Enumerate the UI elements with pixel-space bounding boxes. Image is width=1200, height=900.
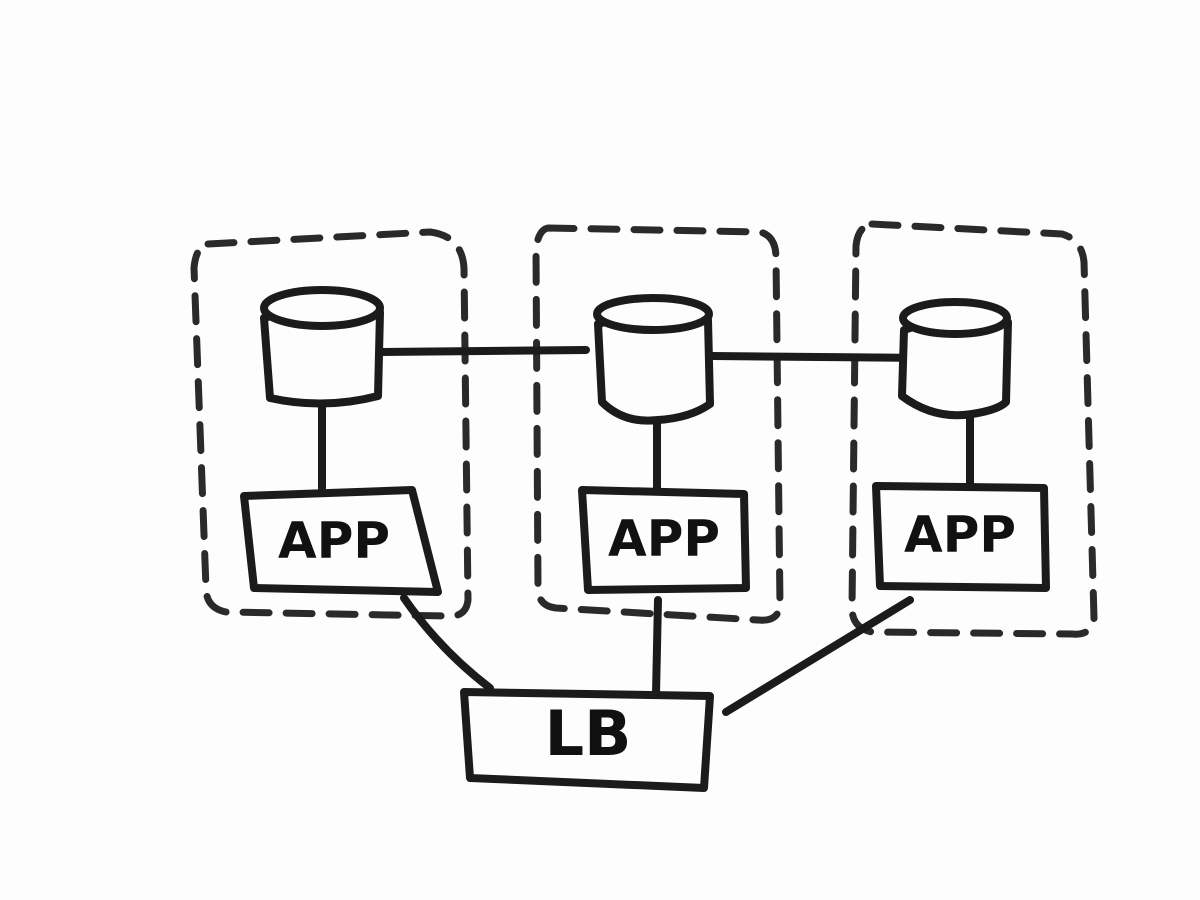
app-label: APP <box>904 506 1016 564</box>
app-server-2: APP <box>578 486 750 594</box>
lb-label: LB <box>545 697 632 770</box>
load-balancer: LB <box>460 688 714 792</box>
zone-boundary-3 <box>848 220 1098 638</box>
app-server-1: APP <box>240 486 442 596</box>
database-icon <box>898 298 1012 420</box>
app-label: APP <box>608 510 720 568</box>
database-icon <box>260 286 384 408</box>
zone-boundary-2 <box>532 224 784 624</box>
app-lb-link-2 <box>652 596 662 698</box>
app-label: APP <box>278 512 390 570</box>
app-server-3: APP <box>872 482 1050 592</box>
replication-link-2-3 <box>708 352 936 362</box>
replication-link-1-2 <box>374 346 590 356</box>
zone-boundary-1 <box>190 228 472 620</box>
app-lb-link-1 <box>400 594 494 692</box>
database-icon <box>593 294 714 425</box>
app-lb-link-3 <box>722 596 914 716</box>
